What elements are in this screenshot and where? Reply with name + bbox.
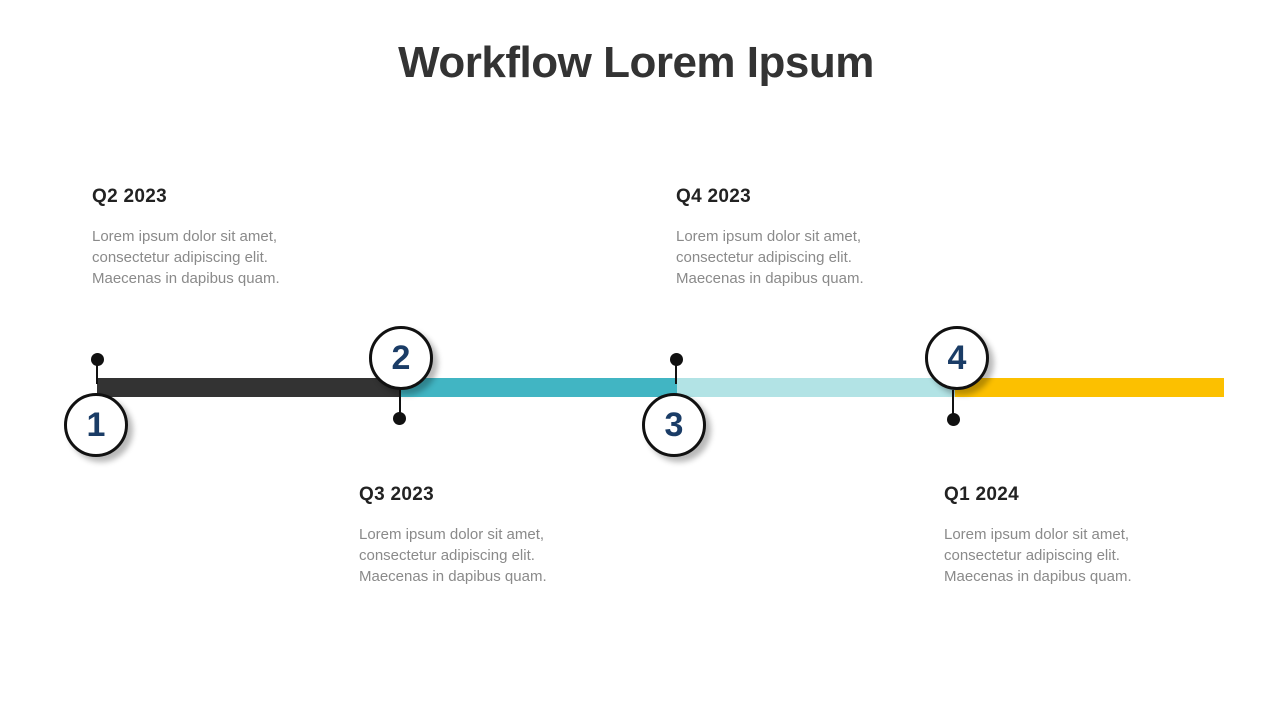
milestone-quarter: Q1 2024 xyxy=(944,484,1019,505)
description-line: consectetur adipiscing elit. xyxy=(92,249,268,266)
connector-dot-1 xyxy=(91,353,104,366)
milestone-description: Lorem ipsum dolor sit amet, consectetur … xyxy=(944,524,1184,587)
step-marker-1: 1 xyxy=(64,393,128,457)
step-marker-3: 3 xyxy=(642,393,706,457)
description-line: consectetur adipiscing elit. xyxy=(944,547,1120,564)
milestone-4: Q1 2024 Lorem ipsum dolor sit amet, cons… xyxy=(944,484,1184,587)
timeline-segment-3 xyxy=(677,378,955,397)
milestone-description: Lorem ipsum dolor sit amet, consectetur … xyxy=(359,524,599,587)
step-marker-2: 2 xyxy=(369,326,433,390)
milestone-description: Lorem ipsum dolor sit amet, consectetur … xyxy=(92,226,332,289)
milestone-description: Lorem ipsum dolor sit amet, consectetur … xyxy=(676,226,916,289)
connector-4 xyxy=(952,390,954,418)
timeline-segment-2 xyxy=(401,378,677,397)
milestone-quarter: Q3 2023 xyxy=(359,484,434,505)
description-line: Maecenas in dapibus quam. xyxy=(92,270,280,287)
step-marker-4: 4 xyxy=(925,326,989,390)
description-line: Maecenas in dapibus quam. xyxy=(359,568,547,585)
description-line: Lorem ipsum dolor sit amet, xyxy=(944,526,1130,543)
milestone-1: Q2 2023 Lorem ipsum dolor sit amet, cons… xyxy=(92,186,332,289)
connector-dot-3 xyxy=(670,353,683,366)
milestone-quarter: Q2 2023 xyxy=(92,186,167,207)
description-line: Lorem ipsum dolor sit amet, xyxy=(359,526,545,543)
connector-3 xyxy=(675,360,677,384)
milestone-quarter: Q4 2023 xyxy=(676,186,751,207)
description-line: Lorem ipsum dolor sit amet, xyxy=(676,228,862,245)
connector-2 xyxy=(399,390,401,418)
description-line: Maecenas in dapibus quam. xyxy=(676,270,864,287)
connector-dot-4 xyxy=(947,413,960,426)
timeline-segment-1 xyxy=(97,378,401,397)
page-title: Workflow Lorem Ipsum xyxy=(398,38,874,87)
description-line: Maecenas in dapibus quam. xyxy=(944,568,1132,585)
milestone-3: Q4 2023 Lorem ipsum dolor sit amet, cons… xyxy=(676,186,916,289)
description-line: Lorem ipsum dolor sit amet, xyxy=(92,228,278,245)
milestone-2: Q3 2023 Lorem ipsum dolor sit amet, cons… xyxy=(359,484,599,587)
connector-dot-2 xyxy=(393,412,406,425)
description-line: consectetur adipiscing elit. xyxy=(359,547,535,564)
connector-1 xyxy=(96,360,98,384)
timeline-segment-4 xyxy=(955,378,1224,397)
description-line: consectetur adipiscing elit. xyxy=(676,249,852,266)
